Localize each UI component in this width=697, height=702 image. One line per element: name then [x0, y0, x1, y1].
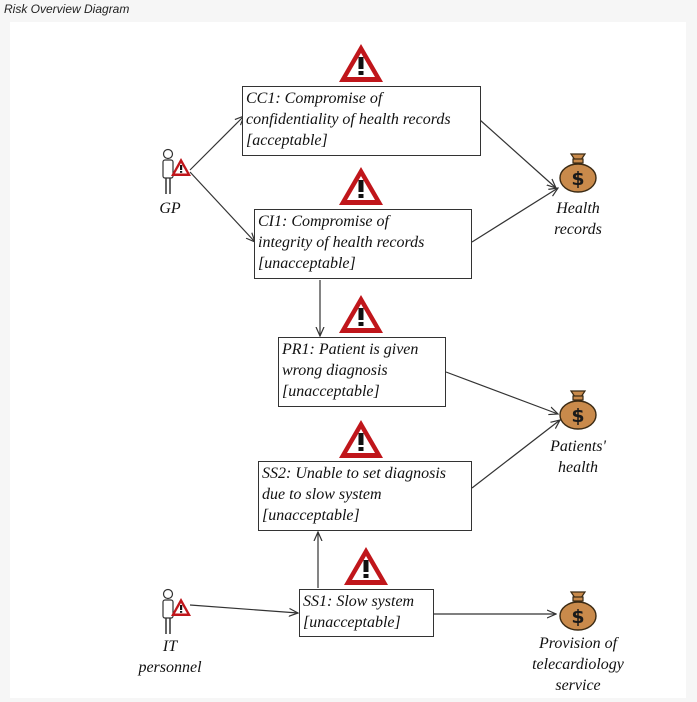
- warning-icon-ss2: [339, 420, 383, 458]
- risk-ci1-line3: [unacceptable]: [258, 255, 356, 272]
- asset-telecardiology-bag-icon: $: [559, 591, 597, 631]
- risk-ss1-line2: [unacceptable]: [303, 614, 401, 631]
- risk-cc1-line3: [acceptable]: [246, 132, 328, 149]
- asset-patients-health-label: Patients' health: [538, 436, 618, 478]
- asset-telecardiology-line2: telecardiology: [532, 656, 624, 673]
- asset-health-records-line1: Health: [556, 200, 600, 217]
- risk-box-ss1: SS1: Slow system [unacceptable]: [299, 589, 434, 637]
- asset-patients-health-bag-icon: $: [559, 390, 597, 430]
- asset-health-records-line2: records: [554, 221, 602, 238]
- risk-box-pr1: PR1: Patient is given wrong diagnosis [u…: [278, 337, 446, 407]
- risk-box-ss2: SS2: Unable to set diagnosis due to slow…: [258, 461, 472, 531]
- edge-it-ss1: [189, 604, 298, 613]
- risk-pr1-line2: wrong diagnosis: [282, 362, 388, 379]
- asset-health-records-bag-icon: $: [559, 153, 597, 193]
- risk-ci1-line1: CI1: Compromise of: [258, 213, 389, 230]
- threat-actor-gp-icon: [162, 148, 191, 194]
- asset-telecardiology-label: Provision of telecardiology service: [518, 633, 638, 696]
- threat-actor-it-label-line1: IT: [162, 638, 178, 655]
- warning-icon-ci1: [339, 167, 383, 205]
- risk-ss2-line3: [unacceptable]: [262, 507, 360, 524]
- svg-text:$: $: [571, 606, 584, 628]
- asset-health-records-label: Health records: [538, 198, 618, 240]
- risk-cc1-line2: confidentiality of health records: [246, 111, 451, 128]
- threat-actor-gp-label: GP: [159, 200, 181, 217]
- risk-box-cc1: CC1: Compromise of confidentiality of he…: [242, 86, 481, 156]
- risk-pr1-line1: PR1: Patient is given: [282, 341, 419, 358]
- svg-text:$: $: [571, 168, 584, 190]
- risk-pr1-line3: [unacceptable]: [282, 383, 380, 400]
- threat-actor-it-icon: [162, 588, 191, 634]
- risk-ss2-line1: SS2: Unable to set diagnosis: [262, 465, 446, 482]
- asset-patients-health-line2: health: [558, 459, 598, 476]
- edge-ss2-patients-health: [471, 420, 560, 489]
- risk-ci1-line2: integrity of health records: [258, 234, 425, 251]
- risk-box-ci1: CI1: Compromise of integrity of health r…: [254, 209, 472, 279]
- warning-icon-cc1: [339, 44, 383, 82]
- edge-pr1-patients-health: [445, 371, 558, 414]
- edge-cc1-health-records: [479, 119, 556, 188]
- edge-ci1-health-records: [471, 188, 558, 243]
- edge-gp-cc1: [189, 116, 244, 171]
- risk-ss1-line1: SS1: Slow system: [303, 593, 415, 610]
- risk-ss2-line2: due to slow system: [262, 486, 382, 503]
- svg-text:$: $: [571, 405, 584, 427]
- asset-telecardiology-line1: Provision of: [538, 635, 618, 652]
- asset-patients-health-line1: Patients': [550, 438, 606, 455]
- diagram-caption: Risk Overview Diagram: [4, 2, 130, 16]
- warning-icon-ss1: [344, 547, 388, 585]
- threat-actor-it-label-line2: personnel: [138, 659, 202, 676]
- threat-actor-it-label: IT personnel: [130, 636, 210, 678]
- asset-telecardiology-line3: service: [555, 677, 601, 694]
- warning-icon-pr1: [339, 295, 383, 333]
- risk-cc1-line1: CC1: Compromise of: [246, 90, 383, 107]
- edge-gp-ci1: [189, 171, 255, 242]
